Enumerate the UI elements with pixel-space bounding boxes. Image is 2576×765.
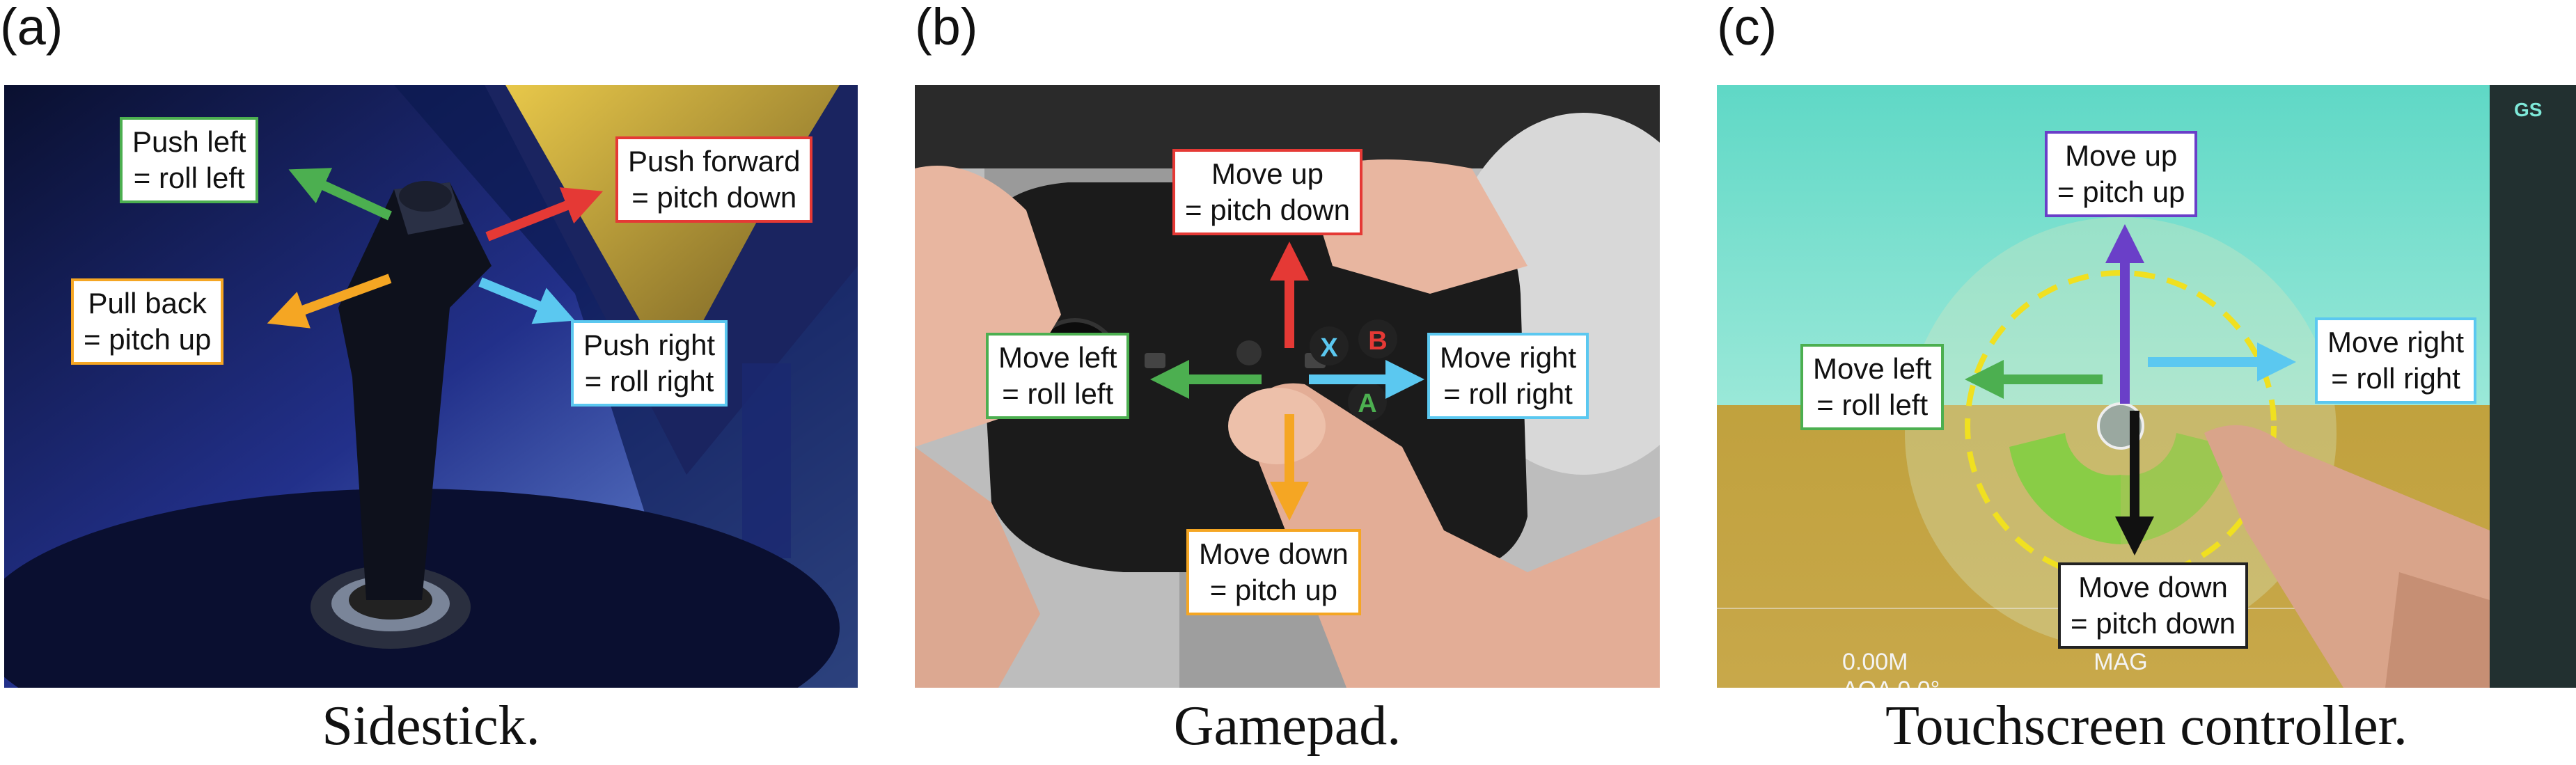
label-pull-back: Pull back= pitch up (71, 278, 224, 365)
caption-sidestick: Sidestick. (322, 695, 540, 757)
hud-gs: GS (2514, 99, 2542, 120)
arrow-push-forward (485, 187, 604, 242)
label-move-up-c: Move up= pitch up (2045, 131, 2198, 217)
svg-text:B: B (1368, 326, 1387, 356)
hud-heading: MAG (2094, 649, 2147, 675)
hud-altitude: 0.00M (1842, 649, 1908, 675)
label-move-right-c: Move right= roll right (2315, 317, 2477, 404)
label-push-forward: Push forward= pitch down (615, 136, 813, 223)
label-move-up-b: Move up= pitch down (1172, 149, 1362, 235)
label-push-left: Push left= roll left (120, 117, 259, 203)
arrow-push-right (478, 277, 575, 324)
panel-b-letter: (b) (915, 0, 978, 56)
arrow-pull-back (267, 274, 392, 329)
caption-gamepad: Gamepad. (1173, 695, 1401, 757)
label-move-left-c: Move left= roll left (1800, 344, 1945, 430)
panel-a-letter: (a) (0, 0, 63, 56)
label-move-left-b: Move left= roll left (986, 333, 1130, 419)
label-move-right-b: Move right= roll right (1427, 333, 1589, 419)
caption-touchscreen: Touchscreen controller. (1885, 695, 2408, 757)
hud-aoa: AOA 0.0° (1842, 677, 1940, 688)
svg-text:X: X (1320, 333, 1338, 363)
panel-c-letter: (c) (1717, 0, 1777, 56)
arrow-push-left (288, 168, 392, 221)
label-move-down-b: Move down= pitch up (1186, 529, 1361, 615)
label-move-down-c: Move down= pitch down (2058, 562, 2248, 649)
label-push-right: Push right= roll right (571, 320, 728, 407)
svg-text:A: A (1358, 389, 1376, 418)
